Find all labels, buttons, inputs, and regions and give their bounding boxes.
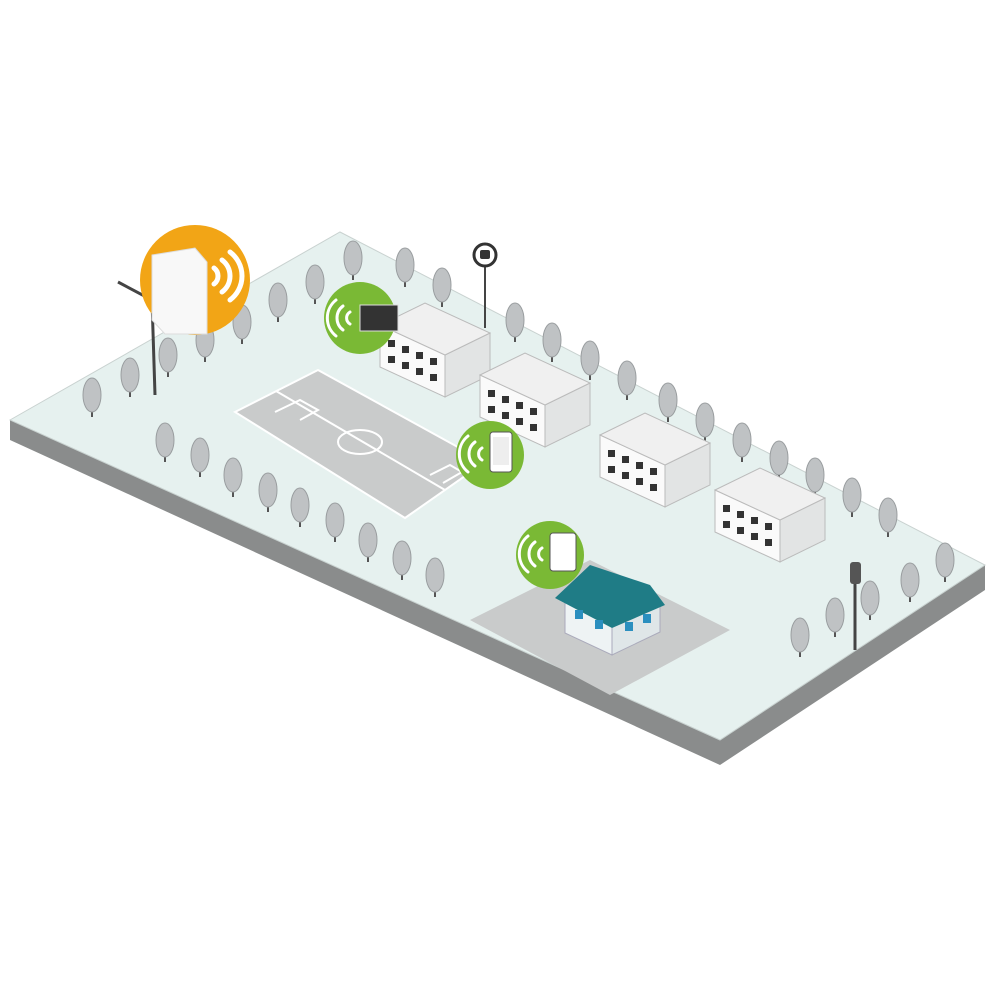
bus-stop-sign-icon: [472, 242, 498, 328]
tree-icon: [790, 617, 810, 657]
tree-icon: [860, 580, 880, 620]
tree-icon: [658, 382, 678, 422]
traffic-light-icon: [850, 562, 861, 650]
house-icon: [555, 565, 665, 656]
tree-icon: [158, 337, 178, 377]
tablet-icon: [516, 521, 584, 589]
building-icon: [598, 412, 712, 508]
tree-icon: [258, 472, 278, 512]
tree-icon: [825, 597, 845, 637]
tree-icon: [358, 522, 378, 562]
buildings: [378, 302, 827, 563]
tree-icon: [155, 422, 175, 462]
building-icon: [478, 352, 592, 448]
tree-icon: [695, 402, 715, 442]
smartphone-icon: [456, 421, 524, 489]
tree-icon: [395, 247, 415, 287]
building-icon: [378, 302, 492, 398]
tree-icon: [190, 437, 210, 477]
tree-icon: [305, 264, 325, 304]
tree-icon: [82, 377, 102, 417]
tree-icon: [542, 322, 562, 362]
wifi-extender-icon: [140, 225, 250, 335]
tree-icon: [268, 282, 288, 322]
tree-icon: [432, 267, 452, 307]
tree-icon: [392, 540, 412, 580]
building-icon: [713, 467, 827, 563]
tree-icon: [290, 487, 310, 527]
soccer-field-icon: [232, 368, 487, 520]
tree-icon: [580, 340, 600, 380]
tree-icon: [842, 477, 862, 517]
tree-icon: [120, 357, 140, 397]
tree-icon: [732, 422, 752, 462]
tree-icon: [343, 240, 363, 280]
tree-icon: [935, 542, 955, 582]
tree-icon: [223, 457, 243, 497]
tree-icon: [325, 502, 345, 542]
tree-icon: [878, 497, 898, 537]
tree-icon: [505, 302, 525, 342]
tree-icon: [425, 557, 445, 597]
tree-icon: [900, 562, 920, 602]
laptop-icon: [324, 282, 399, 354]
tree-icon: [617, 360, 637, 400]
